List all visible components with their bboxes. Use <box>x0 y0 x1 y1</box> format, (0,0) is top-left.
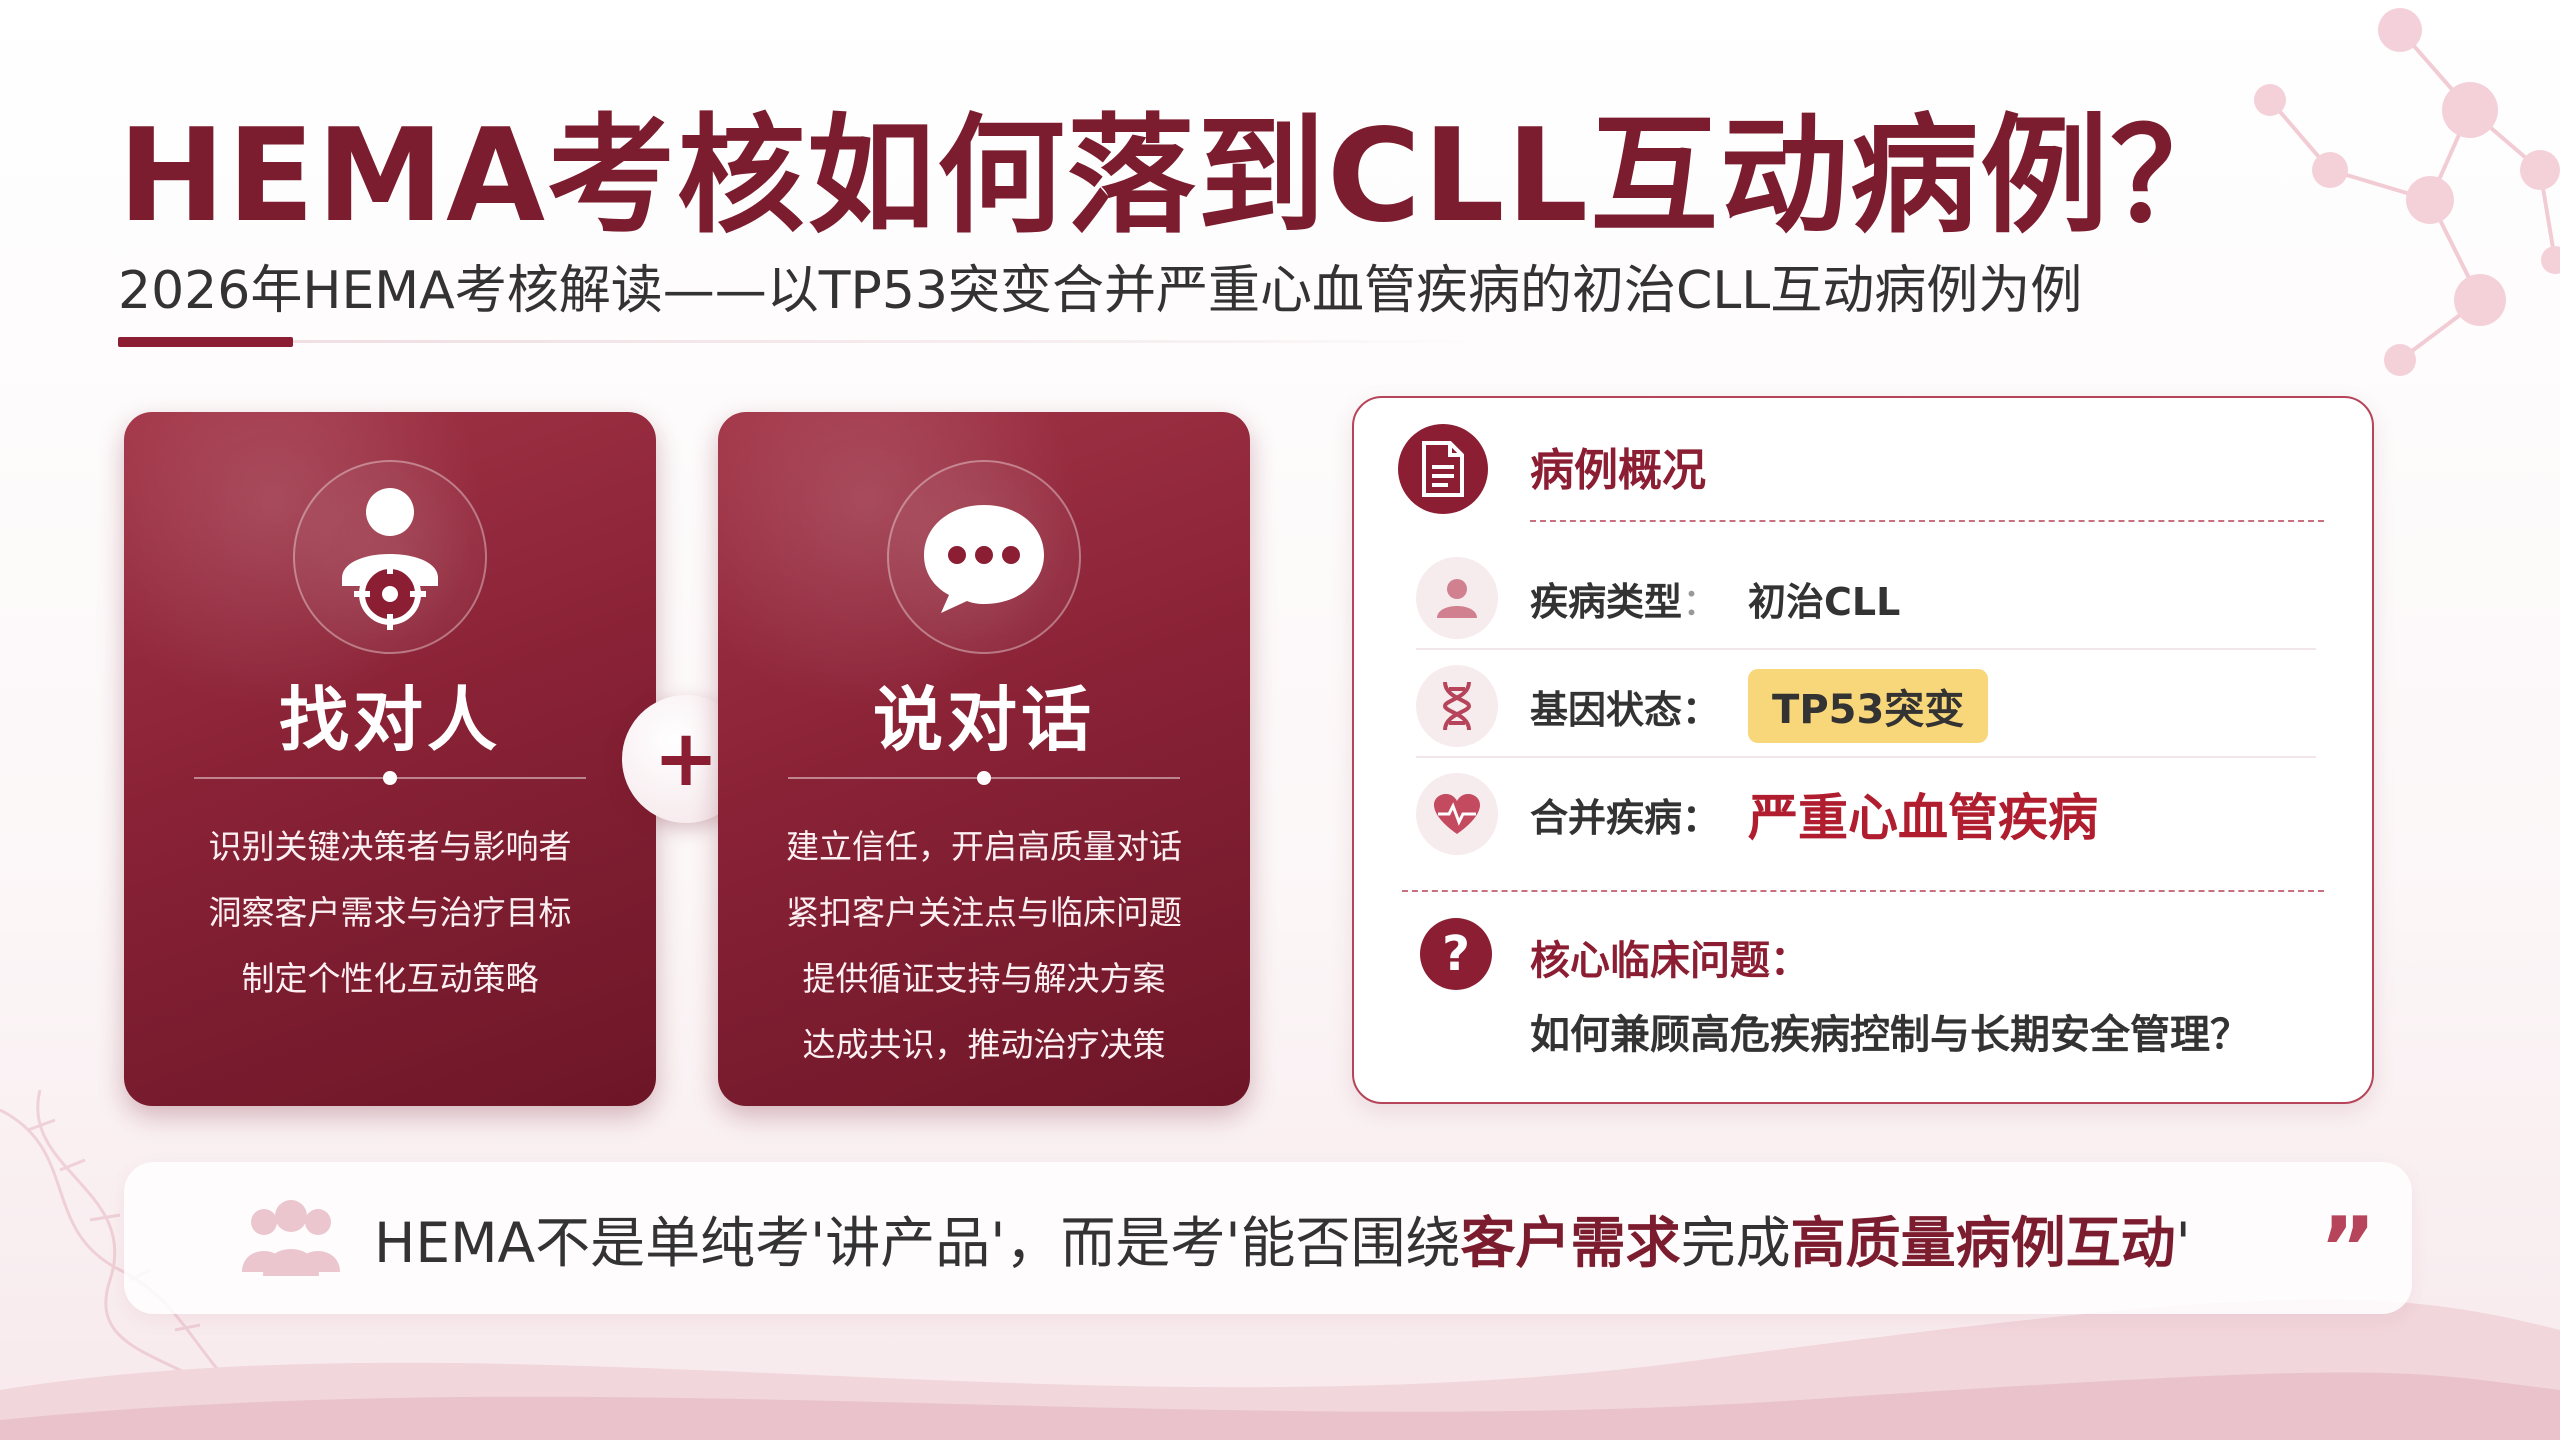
card-list: 识别关键决策者与影响者 洞察客户需求与治疗目标 制定个性化互动策略 <box>124 814 656 1012</box>
person-icon <box>1416 557 1498 639</box>
card-heading: 找对人 <box>279 679 501 761</box>
list-item: 建立信任，开启高质量对话 <box>786 827 1182 866</box>
case-divider <box>1402 890 2324 892</box>
person-target-icon <box>293 460 487 654</box>
list-item: 紧扣客户关注点与临床问题 <box>786 893 1182 932</box>
case-row-comorbidity: 合并疾病： 严重心血管疾病 <box>1416 764 2316 864</box>
case-row-gene-status: 基因状态： TP53突变 <box>1416 656 2316 758</box>
title-underline <box>118 340 1478 343</box>
row-value: 初治CLL <box>1748 579 1901 624</box>
heart-pulse-icon <box>1416 773 1498 855</box>
people-group-icon <box>242 1200 340 1276</box>
question-title: 核心临床问题： <box>1530 938 1810 984</box>
row-label: 疾病类型： <box>1530 579 1721 624</box>
card-say-right-words: 说对话 建立信任，开启高质量对话 紧扣客户关注点与临床问题 提供循证支持与解决方… <box>718 412 1250 1106</box>
card-list: 建立信任，开启高质量对话 紧扣客户关注点与临床问题 提供循证支持与解决方案 达成… <box>718 814 1250 1078</box>
title-underline-accent <box>118 337 293 347</box>
row-label: 基因状态： <box>1530 687 1721 732</box>
page-title: HEMA考核如何落到CLL互动病例？ <box>118 102 2241 251</box>
list-item: 制定个性化互动策略 <box>241 959 539 998</box>
highlight-customer-needs: 客户需求 <box>1460 1211 1681 1275</box>
chat-bubble-icon <box>887 460 1081 654</box>
case-divider <box>1530 520 2324 522</box>
highlight-case-interaction: 高质量病例互动 <box>1790 1211 2176 1275</box>
question-text: 如何兼顾高危疾病控制与长期安全管理？ <box>1530 1012 2250 1058</box>
gene-status-badge: TP53突变 <box>1748 669 1989 743</box>
comorbidity-value: 严重心血管疾病 <box>1748 789 2099 847</box>
card-find-person: 找对人 识别关键决策者与影响者 洞察客户需求与治疗目标 制定个性化互动策略 <box>124 412 656 1106</box>
wave-decoration <box>0 1299 2560 1440</box>
list-item: 达成共识，推动治疗决策 <box>802 1025 1166 1064</box>
case-row-disease-type: 疾病类型： 初治CLL <box>1416 548 2316 650</box>
page-subtitle: 2026年HEMA考核解读——以TP53突变合并严重心血管疾病的初治CLL互动病… <box>118 261 2083 321</box>
dna-icon <box>1416 665 1498 747</box>
card-divider-dot <box>977 771 991 785</box>
question-icon: ? <box>1420 918 1492 990</box>
summary-text: HEMA不是单纯考'讲产品'，而是考'能否围绕客户需求完成高质量病例互动' <box>374 1211 2191 1275</box>
card-divider-dot <box>383 771 397 785</box>
summary-bar: HEMA不是单纯考'讲产品'，而是考'能否围绕客户需求完成高质量病例互动' ” <box>124 1162 2412 1314</box>
document-icon <box>1398 424 1488 514</box>
quote-icon: ” <box>2319 1199 2376 1299</box>
row-label: 合并疾病： <box>1530 795 1721 840</box>
list-item: 识别关键决策者与影响者 <box>208 827 572 866</box>
list-item: 洞察客户需求与治疗目标 <box>208 893 572 932</box>
molecule-decoration <box>2254 8 2560 376</box>
card-heading: 说对话 <box>873 679 1095 761</box>
case-overview-panel: 病例概况 疾病类型： 初治CLL 基因状态： TP53突变 <box>1352 396 2374 1104</box>
list-item: 提供循证支持与解决方案 <box>802 959 1166 998</box>
case-title: 病例概况 <box>1530 445 1706 496</box>
